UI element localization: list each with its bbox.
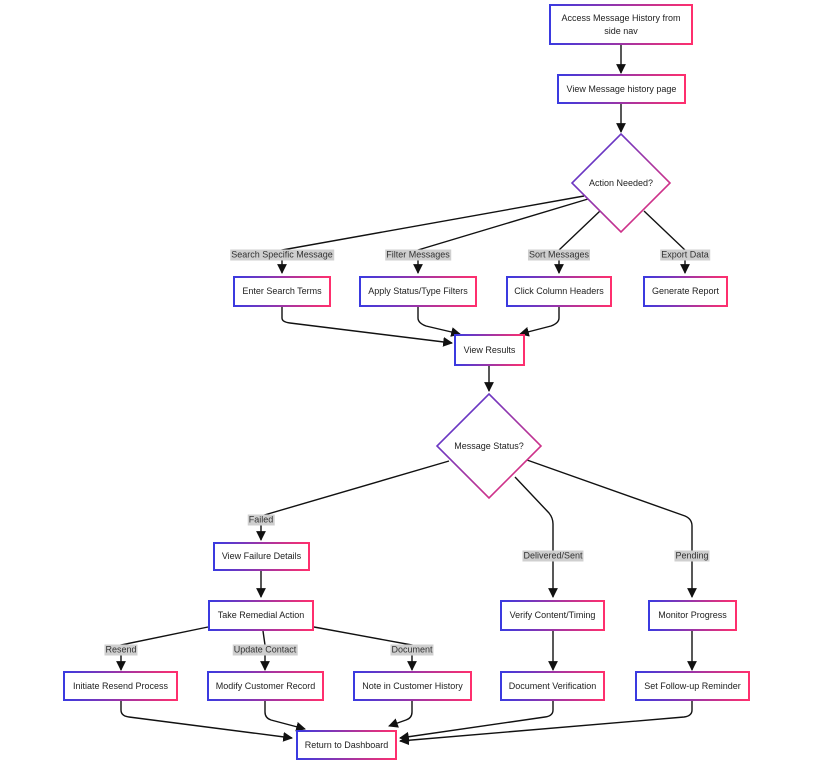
edge-document-to-return [399,701,554,742]
node-monitor-progress: Monitor Progress [648,600,737,631]
edge-reminder-to-return [399,701,693,746]
message-status-label: Message Status? [454,441,524,451]
node-note-in-customer-history: Note in Customer History [353,671,472,701]
action-needed-label: Action Needed? [588,178,654,188]
node-apply-status-type-filters: Apply Status/Type Filters [359,276,477,307]
node-view-failure-details: View Failure Details [213,542,310,571]
node-set-follow-up-reminder: Set Follow-up Reminder [635,671,750,701]
node-generate-report: Generate Report [643,276,728,307]
node-enter-search-terms: Enter Search Terms [233,276,331,307]
edge-label-pending: Pending [674,550,710,562]
edge-action-to-export [643,210,690,274]
message-status-diamond [435,392,543,500]
action-needed-diamond [570,132,672,234]
edge-status-to-pending [526,459,697,598]
node-modify-customer-record: Modify Customer Record [207,671,324,701]
edge-label-sort-messages: Sort Messages [527,249,591,261]
edge-sort-to-results [519,307,560,337]
node-take-remedial-action: Take Remedial Action [208,600,314,631]
edge-label-document: Document [390,644,434,656]
edge-status-to-failed [256,460,450,541]
node-initiate-resend-process: Initiate Resend Process [63,671,178,701]
edge-label-filter-messages: Filter Messages [385,249,451,261]
edge-status-to-delivered [514,476,558,598]
edge-action-to-search [277,195,585,274]
node-return-to-dashboard: Return to Dashboard [296,730,397,760]
node-access-message-history: Access Message History from side nav [549,4,693,45]
node-document-verification: Document Verification [500,671,605,701]
edge-resend-to-return [120,701,293,742]
edge-note-to-return [388,701,413,728]
edge-action-to-sort [554,210,601,274]
node-view-results: View Results [454,334,525,366]
node-view-message-history-page: View Message history page [557,74,686,104]
edge-label-search-specific-message: Search Specific Message [230,249,334,261]
edge-search-to-results [281,307,453,347]
edge-modify-to-return [264,701,306,732]
edge-label-resend: Resend [104,644,138,656]
edge-filter-to-results [417,307,461,337]
node-click-column-headers: Click Column Headers [506,276,612,307]
edge-label-failed: Failed [247,514,275,526]
edge-label-delivered-sent: Delivered/Sent [522,550,584,562]
edge-label-export-data: Export Data [660,249,710,261]
edge-label-update-contact: Update Contact [232,644,298,656]
node-verify-content-timing: Verify Content/Timing [500,600,605,631]
